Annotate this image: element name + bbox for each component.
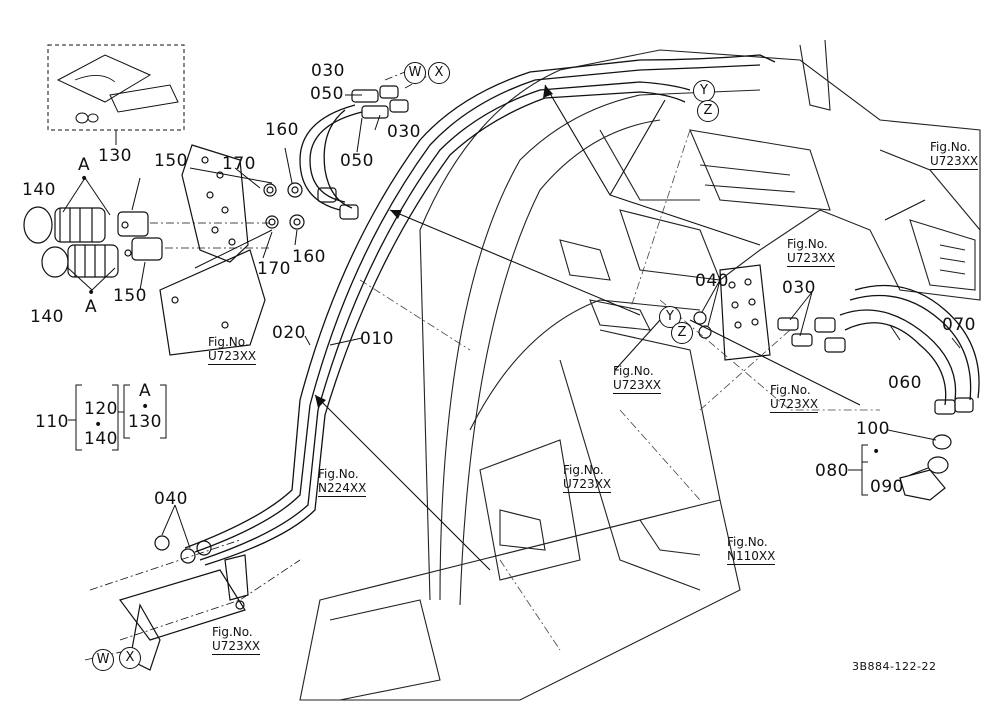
marker-x: X	[119, 647, 141, 669]
fig-ref: Fig.No.U723XX	[613, 364, 662, 394]
part-label-070: 070	[942, 315, 976, 335]
marker-z: Z	[697, 100, 719, 122]
part-label-170: 170	[257, 259, 291, 279]
fig-ref: Fig.No.U723XX	[787, 237, 836, 267]
part-label-170: 170	[222, 154, 256, 174]
kit-box-130	[47, 44, 185, 145]
marker-z: Z	[671, 322, 693, 344]
marker-y: Y	[693, 80, 715, 102]
fig-ref: Fig.No.U723XX	[930, 140, 979, 170]
part-label-050: 050	[340, 151, 374, 171]
group-bracket-080	[848, 444, 868, 496]
group-letter-a: A	[78, 155, 91, 175]
part-label-160: 160	[265, 120, 299, 140]
part-label-150: 150	[154, 151, 188, 171]
group-bullet: •	[94, 417, 103, 433]
part-label-130: 130	[98, 146, 132, 166]
lower-bracket	[84, 535, 301, 671]
part-label-030: 030	[311, 61, 345, 81]
pipe-010-020	[184, 54, 776, 566]
part-label-050: 050	[310, 84, 344, 104]
hoses	[299, 104, 980, 406]
part-label-160: 160	[292, 247, 326, 267]
part-label-060: 060	[888, 373, 922, 393]
marker-w: W	[92, 649, 114, 671]
group-bracket-110	[68, 384, 167, 451]
group-bullet: •	[87, 285, 96, 301]
group-bullet: •	[141, 399, 150, 415]
part-label-110: 110	[35, 412, 69, 432]
coupler-assembly	[23, 144, 359, 356]
fig-ref: Fig.No.N224XX	[318, 467, 367, 497]
drawing-code: 3B884-122-22	[852, 660, 937, 673]
fig-ref: Fig.No.U723XX	[208, 335, 257, 365]
marker-x: X	[428, 62, 450, 84]
part-label-150: 150	[113, 286, 147, 306]
part-label-120: 120	[84, 399, 118, 419]
part-label-140: 140	[22, 180, 56, 200]
part-label-140: 140	[84, 429, 118, 449]
marker-w: W	[404, 62, 426, 84]
part-label-040: 040	[154, 489, 188, 509]
part-label-020: 020	[272, 323, 306, 343]
part-label-030: 030	[387, 122, 421, 142]
part-label-030: 030	[782, 278, 816, 298]
part-label-040: 040	[695, 271, 729, 291]
center-lines	[359, 129, 880, 651]
part-label-100: 100	[856, 419, 890, 439]
right-fittings	[693, 264, 974, 501]
fig-ref: Fig.No.U723XX	[770, 383, 819, 413]
fig-ref: Fig.No.U723XX	[563, 463, 612, 493]
part-label-010: 010	[360, 329, 394, 349]
group-bullet: •	[872, 444, 881, 460]
fig-ref: Fig.No.N110XX	[727, 535, 776, 565]
part-label-090: 090	[870, 477, 904, 497]
part-label-080: 080	[815, 461, 849, 481]
group-letter-a: A	[139, 381, 152, 401]
fig-ref: Fig.No.U723XX	[212, 625, 261, 655]
arrowheads	[315, 85, 553, 408]
group-bullet: •	[80, 171, 89, 187]
part-label-130: 130	[128, 412, 162, 432]
part-label-140: 140	[30, 307, 64, 327]
group-letter-a: A	[85, 297, 98, 317]
reference-arrows	[314, 84, 926, 571]
leader-lines	[62, 94, 961, 549]
